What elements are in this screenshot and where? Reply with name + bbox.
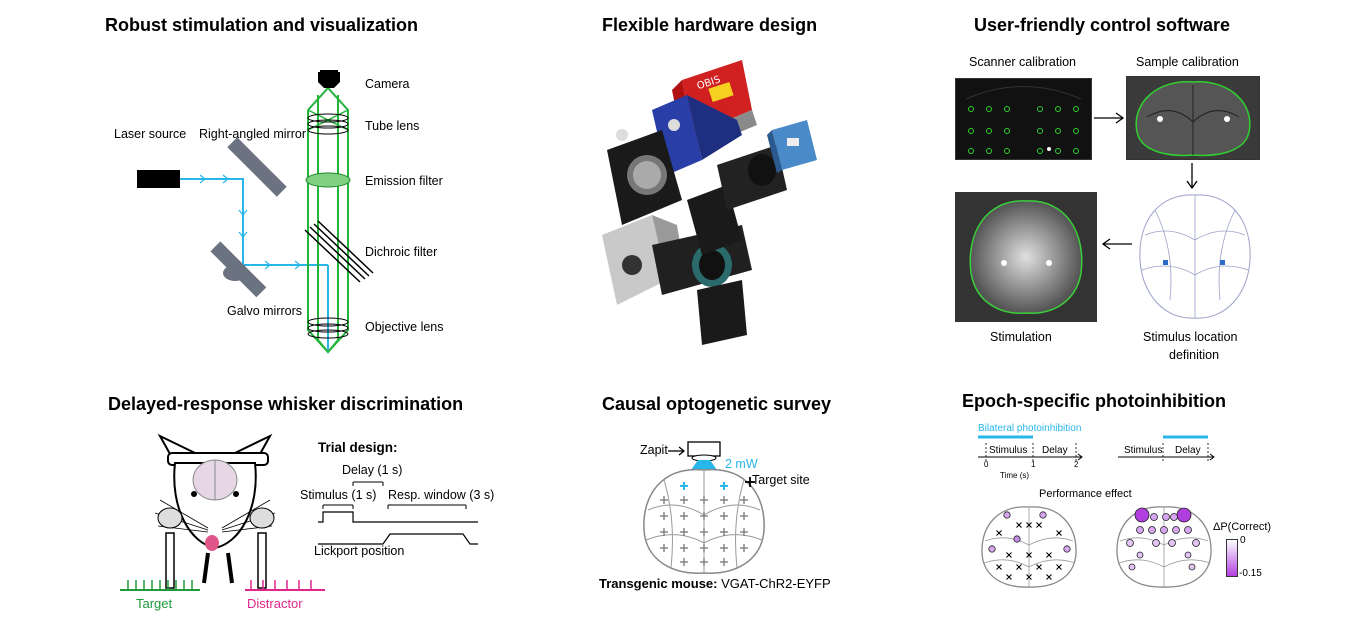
epoch2-delay-label: Delay [1175, 445, 1201, 456]
effect-brain-left [981, 506, 1077, 588]
arrow-right-icon [1094, 112, 1125, 124]
target-site-cross-icon [745, 477, 755, 487]
right-angled-mirror-icon [227, 137, 287, 197]
objective-lens-icon [307, 317, 349, 327]
scanner-calibration-image [955, 78, 1092, 160]
laser-source-label: Laser source [114, 127, 187, 141]
colorbar [1226, 539, 1238, 577]
bilateral-label: Bilateral photoinhibition [978, 423, 1082, 434]
objective-lens-label: Objective lens [365, 320, 444, 334]
trial-design-label: Trial design: [318, 440, 398, 455]
whisker-title: Delayed-response whisker discrimination [108, 394, 464, 414]
epoch1-delay-label: Delay [1042, 445, 1068, 456]
target-site-label: Target site [752, 473, 810, 487]
tube-lens-icon [307, 113, 349, 123]
mouse-illustration [154, 433, 276, 589]
sample-calibration-image [1126, 76, 1260, 160]
optics-diagram [137, 70, 374, 354]
stimulation-label: Stimulation [990, 330, 1052, 344]
effect-brain-right [1116, 506, 1212, 588]
time-label: Time (s) [1000, 471, 1030, 480]
arrow-left-icon [1101, 238, 1132, 250]
target-rail [120, 580, 200, 591]
epoch-timeline-1 [978, 435, 1083, 461]
stimulus-duration-label: Stimulus (1 s) [300, 488, 377, 502]
galvo-mirrors-label: Galvo mirrors [227, 304, 303, 318]
transgenic-value: VGAT-ChR2-EYFP [721, 576, 831, 591]
epoch-title: Epoch-specific photoinhibition [962, 391, 1226, 411]
performance-effect-label: Performance effect [1039, 488, 1132, 500]
tick-2: 2 [1074, 460, 1079, 469]
stimulation-image [955, 192, 1097, 322]
zapit-device-icon [687, 441, 721, 457]
colorbar-label: ΔP(Correct) [1213, 521, 1272, 533]
stimulus-location-label-1: Stimulus location [1143, 330, 1238, 344]
distractor-rail [245, 580, 325, 591]
hardware-title: Flexible hardware design [602, 15, 818, 35]
sample-calibration-label: Sample calibration [1136, 55, 1239, 69]
epoch-timeline-2 [1118, 435, 1215, 461]
software-title: User-friendly control software [974, 15, 1231, 35]
delay-label: Delay (1 s) [342, 463, 403, 477]
emission-filter-label: Emission filter [365, 174, 443, 188]
survey-title: Causal optogenetic survey [602, 394, 832, 414]
resp-window-label: Resp. window (3 s) [388, 488, 495, 502]
laser-beam [180, 178, 328, 266]
camera-label: Camera [365, 77, 410, 91]
hardware-render: OBIS [602, 60, 817, 345]
colorbar-min: -0.15 [1239, 568, 1262, 579]
dichroic-filter-icon [304, 220, 374, 283]
laser-source-icon [137, 170, 180, 188]
transgenic-label: Transgenic mouse: VGAT-ChR2-EYFP [599, 576, 831, 591]
target-label: Target [136, 596, 173, 611]
stimulus-location-atlas [1139, 194, 1251, 319]
transgenic-key: Transgenic mouse: [599, 576, 718, 591]
lickport-label: Lickport position [314, 544, 405, 558]
tongue-icon [205, 535, 219, 551]
stimulus-location-label-2: definition [1169, 348, 1220, 362]
epoch2-stimulus-label: Stimulus [1124, 445, 1163, 456]
trial-timeline [318, 481, 478, 545]
right-mirror-label: Right-angled mirror [199, 127, 306, 141]
tube-lens-label: Tube lens [365, 119, 420, 133]
survey-brain-map [643, 441, 765, 574]
zapit-label: Zapit [640, 443, 668, 457]
stimulation-title: Robust stimulation and visualization [105, 15, 419, 35]
scanner-calibration-label: Scanner calibration [969, 55, 1077, 69]
zapit-arrow-icon [668, 446, 686, 456]
tick-0: 0 [984, 460, 989, 469]
emission-filter-icon [305, 172, 351, 188]
dichroic-filter-label: Dichroic filter [365, 245, 438, 259]
distractor-label: Distractor [247, 596, 303, 611]
arrow-down-icon [1186, 163, 1198, 190]
power-label: 2 mW [725, 457, 758, 471]
colorbar-max: 0 [1240, 535, 1246, 546]
epoch1-stimulus-label: Stimulus [989, 445, 1028, 456]
tick-1: 1 [1031, 460, 1036, 469]
